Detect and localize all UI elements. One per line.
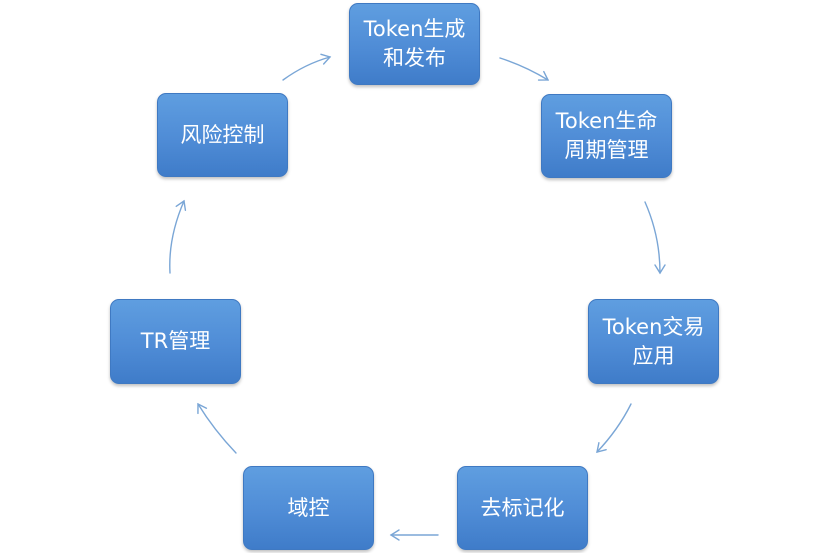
node-tr-management: TR管理 <box>110 299 241 384</box>
node-token-generation: Token生成 和发布 <box>349 3 480 85</box>
node-deidentify: 去标记化 <box>457 466 588 550</box>
arrow-lifecycle-to-trade <box>644 201 666 275</box>
node-risk-control: 风险控制 <box>157 93 288 177</box>
node-token-trade: Token交易 应用 <box>588 299 719 384</box>
arrow-tr-to-risk <box>169 199 187 274</box>
node-token-lifecycle: Token生命 周期管理 <box>541 94 672 178</box>
arrow-trade-to-deidentify <box>596 403 632 453</box>
node-domain-control: 域控 <box>243 466 374 550</box>
arrow-domain-to-tr <box>197 402 237 454</box>
arrow-gen-to-lifecycle <box>499 57 550 81</box>
arrow-risk-to-gen <box>282 53 332 81</box>
